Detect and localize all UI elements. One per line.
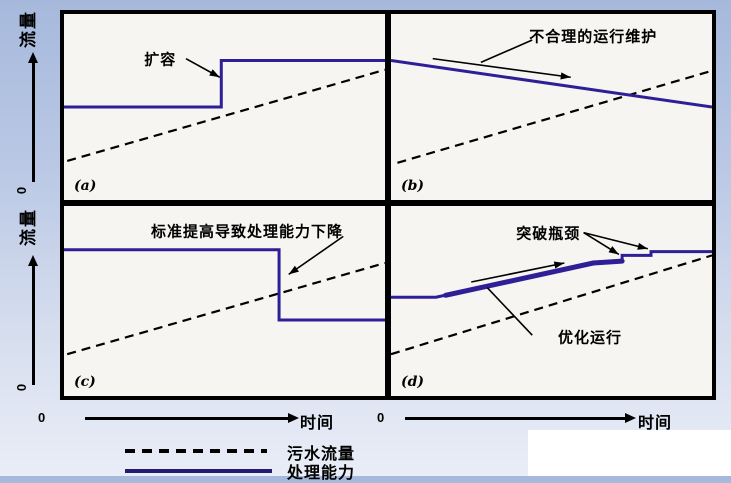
- x-axis-arrowhead-right-icon: [625, 413, 636, 423]
- x-axis-arrowhead-left-icon: [288, 413, 299, 423]
- y-axis-origin-top: 0: [14, 186, 30, 195]
- x-axis-origin-left: 0: [38, 410, 46, 425]
- legend-label-capacity: 处理能力: [287, 465, 356, 482]
- plot-b: [391, 39, 712, 164]
- x-axis-label-right: 时间: [638, 415, 673, 432]
- annotation-label: 突破瓶颈: [516, 225, 581, 243]
- legend-dashed-line-sample: [125, 449, 267, 453]
- plot-d: [391, 231, 712, 356]
- grid-divider-horizontal: [64, 200, 712, 206]
- panel-letter-b: (b): [401, 178, 425, 194]
- panel-d: (d) 突破瓶颈优化运行: [391, 206, 712, 396]
- chart-grid: (a) 扩容 (b) 不合理的运行维护 (c) 标准提高导致处理能力下降 (d)…: [60, 10, 716, 400]
- panel-a: (a) 扩容: [64, 14, 385, 200]
- panel-letter-d: (d): [401, 374, 425, 390]
- legend-solid-line-sample: [125, 469, 272, 473]
- panel-letter-c: (c): [74, 374, 96, 390]
- annotation-label: 扩容: [144, 51, 177, 69]
- plot-a: [64, 57, 385, 162]
- x-axis-arrow-left: [85, 417, 290, 420]
- x-axis-label-left: 时间: [300, 415, 335, 432]
- legend-label-flow: 污水流量: [287, 446, 356, 463]
- annotation-label: 标准提高导致处理能力下降: [150, 223, 343, 241]
- y-axis-label-top: 流量: [18, 10, 38, 48]
- panel-b: (b) 不合理的运行维护: [391, 14, 712, 200]
- annotation-label: 优化运行: [558, 329, 623, 347]
- blank-overlay-box: [528, 430, 731, 476]
- y-axis-label-bottom: 流量: [18, 208, 38, 246]
- x-axis-arrow-right: [405, 417, 627, 420]
- panel-c: (c) 标准提高导致处理能力下降: [64, 206, 385, 396]
- y-axis-arrow-bottom: [32, 265, 35, 385]
- y-axis-arrow-top: [32, 62, 35, 182]
- x-axis-origin-right: 0: [377, 410, 385, 425]
- plot-c: [64, 235, 385, 356]
- y-axis-arrowhead-bottom-icon: [28, 255, 38, 266]
- y-axis-origin-bottom: 0: [14, 383, 30, 392]
- y-axis-arrowhead-top-icon: [28, 52, 38, 63]
- annotation-label: 不合理的运行维护: [529, 28, 658, 46]
- panel-letter-a: (a): [74, 178, 97, 194]
